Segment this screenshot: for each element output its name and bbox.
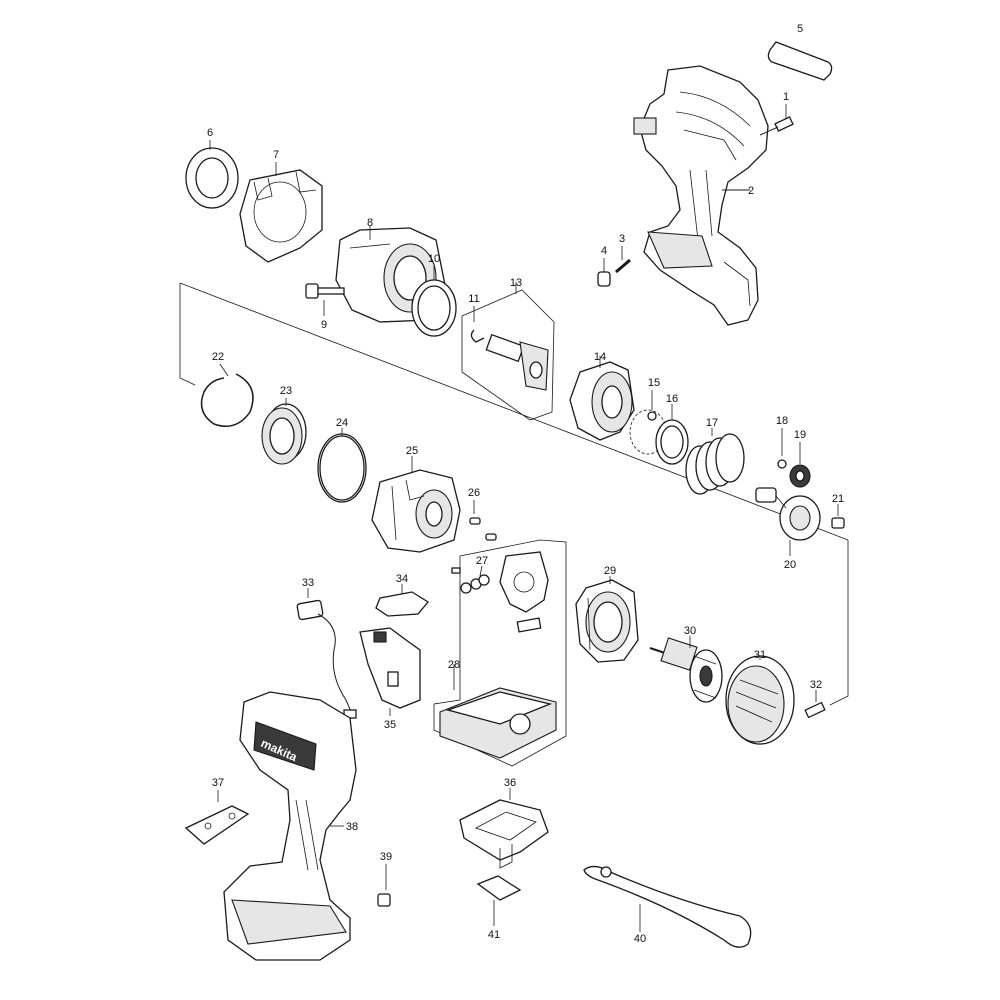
part-9-bolt: [305, 283, 345, 316]
callout-31: 31: [754, 649, 766, 661]
part-3-pin: [615, 246, 631, 274]
callout-34: 34: [396, 573, 408, 585]
part-6-bumper-ring: [185, 140, 239, 209]
callout-41: 41: [488, 929, 500, 941]
callout-36: 36: [504, 777, 516, 789]
assembly-outline: [179, 282, 849, 706]
callout-22: 22: [212, 351, 224, 363]
part-40-strap: [583, 865, 752, 948]
part-2-housing-half: [633, 65, 769, 326]
callout-37: 37: [212, 777, 224, 789]
callout-21: 21: [832, 493, 844, 505]
part-29-stator: [575, 576, 639, 663]
part-32-screw: [804, 690, 826, 719]
part-16-washer: [655, 404, 689, 465]
part-4-pin: [597, 258, 611, 287]
part-1-screw: [759, 104, 794, 136]
part-21-pin: [831, 504, 845, 529]
callout-39: 39: [380, 851, 392, 863]
callout-6: 6: [207, 127, 213, 139]
callout-18: 18: [776, 415, 788, 427]
callout-29: 29: [604, 565, 616, 577]
part-31-rear-cover: [725, 655, 795, 745]
part-37-nameplate: [184, 790, 250, 845]
callout-27: 27: [476, 555, 488, 567]
callout-24: 24: [336, 417, 348, 429]
callout-25: 25: [406, 445, 418, 457]
callout-28: 28: [448, 659, 460, 671]
part-20-spindle: [755, 487, 821, 556]
part-25-gear-housing: [371, 456, 461, 553]
callout-30: 30: [684, 625, 696, 637]
part-24-o-ring: [317, 428, 367, 503]
part-27-screws: [451, 565, 490, 594]
part-38-housing: makita: [223, 691, 357, 961]
part-28-controller-group: [433, 539, 567, 767]
callout-20: 20: [784, 559, 796, 571]
part-19-ring: [789, 442, 811, 488]
callout-5: 5: [797, 23, 803, 35]
part-39-clip: [377, 864, 391, 907]
callout-7: 7: [273, 149, 279, 161]
callout-2: 2: [748, 185, 754, 197]
part-26-screws: [469, 500, 497, 541]
callout-15: 15: [648, 377, 660, 389]
callout-labels: 5 1 2 3 4 6 7 8 9 10 11 13 14 15 16 17 1…: [207, 23, 844, 945]
callout-33: 33: [302, 577, 314, 589]
part-18-ball: [777, 428, 787, 469]
callout-9: 9: [321, 319, 327, 331]
callout-23: 23: [280, 385, 292, 397]
callout-26: 26: [468, 487, 480, 499]
part-13-anvil-group: [461, 282, 555, 421]
part-10-washer: [411, 266, 457, 337]
part-23-ring-nut: [261, 398, 307, 465]
callout-35: 35: [384, 719, 396, 731]
callout-3: 3: [619, 233, 625, 245]
callout-19: 19: [794, 429, 806, 441]
part-35-switch: [359, 627, 421, 716]
part-5-label-plate: [767, 41, 833, 81]
part-36-battery-terminal: [459, 788, 549, 869]
part-30-rotor: [649, 636, 723, 703]
callout-38: 38: [346, 821, 358, 833]
callout-1: 1: [783, 91, 789, 103]
callout-17: 17: [706, 417, 718, 429]
callout-4: 4: [601, 245, 607, 257]
part-41-sheet: [476, 875, 522, 926]
callout-11: 11: [468, 293, 479, 305]
callout-14: 14: [594, 351, 606, 363]
part-22-retaining-ring: [200, 363, 254, 427]
callout-8: 8: [367, 217, 373, 229]
callout-10: 10: [428, 253, 440, 265]
callout-16: 16: [666, 393, 678, 405]
callout-13: 13: [510, 277, 522, 289]
part-14-hammer: [569, 356, 635, 441]
callout-32: 32: [810, 679, 822, 691]
callout-40: 40: [634, 933, 646, 945]
part-34-switch-cover: [375, 584, 429, 617]
part-17-spring: [685, 428, 745, 495]
part-7-gear-cover: [239, 162, 323, 263]
